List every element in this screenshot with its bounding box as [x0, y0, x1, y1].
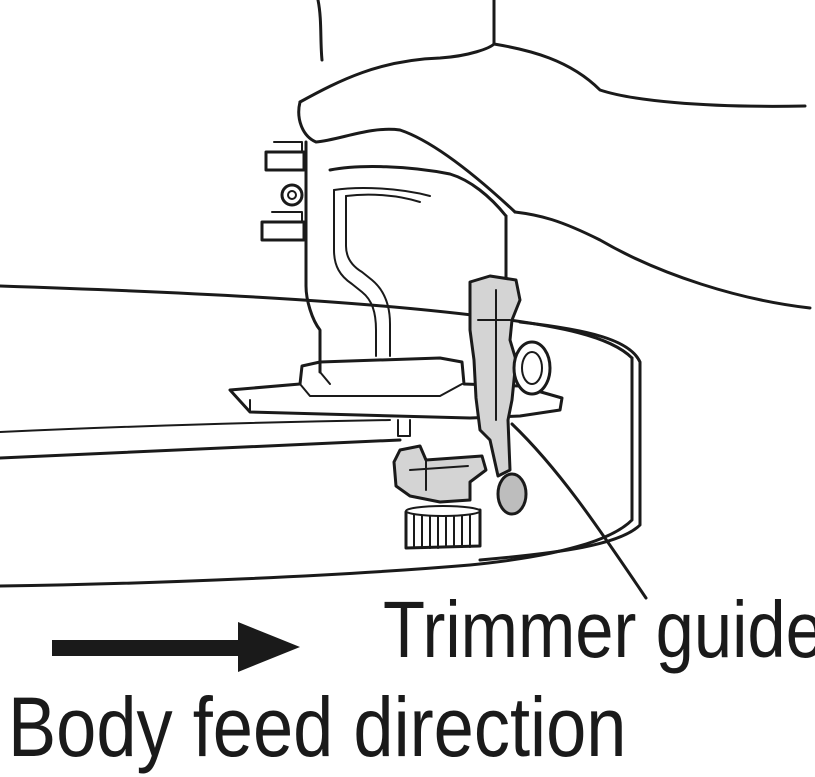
- trimmer-guide-label: Trimmer guide: [383, 585, 815, 674]
- leader-line: [510, 422, 648, 600]
- body-feed-direction-label: Body feed direction: [8, 680, 627, 774]
- feed-direction-arrow: [52, 622, 300, 672]
- trimmer-guide: [392, 274, 552, 550]
- round-workpiece: [0, 284, 642, 588]
- operator-hand: [297, 0, 812, 310]
- clamp-lever: [260, 141, 306, 242]
- roller-knob: [404, 505, 482, 550]
- adjust-screw: [496, 472, 528, 516]
- guide-holder: [392, 444, 488, 504]
- guide-knob: [512, 340, 552, 396]
